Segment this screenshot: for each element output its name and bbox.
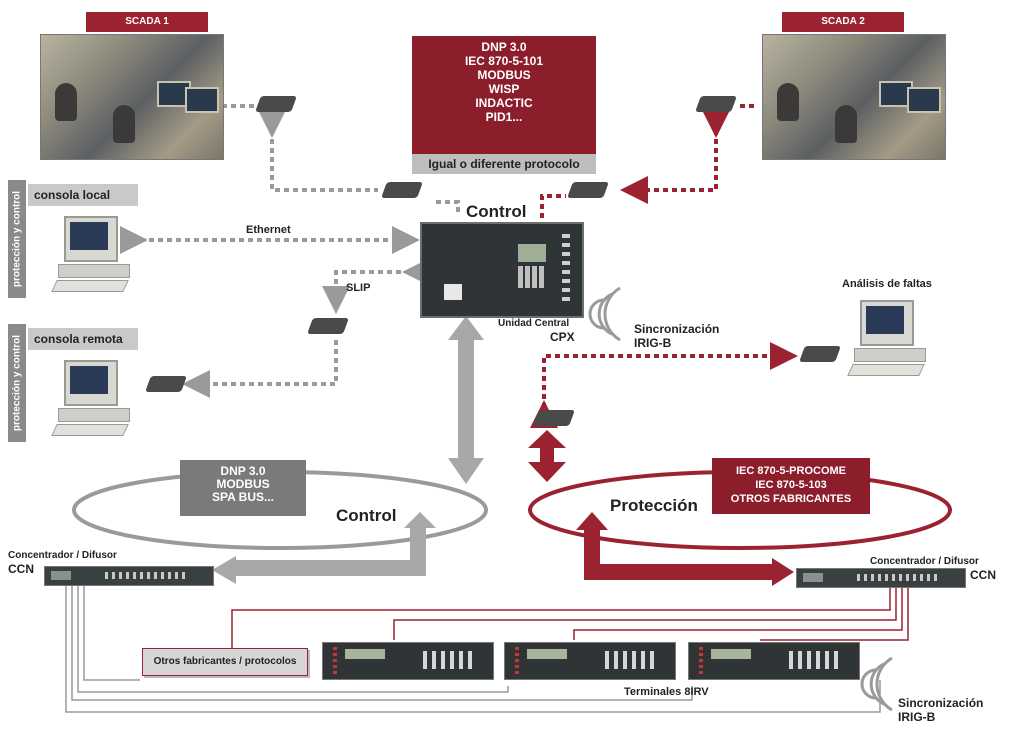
ccn-left-line1: Concentrador / Difusor [8,550,117,561]
scada2-label: SCADA 2 [782,12,904,32]
link-slip [322,258,430,314]
protocol-line: DNP 3.0 [220,464,266,478]
scada2-photo [762,34,946,160]
central-unit-line1: Unidad Central [498,318,570,329]
sync-bottom-line1: Sincronización [898,696,984,710]
computer-icon [847,298,930,378]
arrow-cpx-control [448,316,484,484]
scada1-label: SCADA 1 [86,12,208,32]
fault-analysis-label: Análisis de faltas [842,278,932,290]
protocols-top-box: DNP 3.0 IEC 870-5-101 MODBUS WISP INDACT… [412,36,596,154]
ccn-left-line2: CCN [8,562,34,576]
ccn-right-line1: Concentrador / Difusor [870,556,979,567]
modem-icon [255,96,297,112]
ethernet-label: Ethernet [246,224,291,236]
sync-center-line2: IRIG-B [634,336,672,350]
terminal-8irv [504,642,676,680]
sync-waves-center [588,286,621,342]
terminal-8irv [322,642,494,680]
protocols-top-footer: Igual o diferente protocolo [412,154,596,174]
arrow-modem-protection [528,430,566,482]
protocol-line: MODBUS [477,68,531,82]
ccn-left-unit [44,566,214,586]
modem-icon [799,346,841,362]
link-control-up [432,200,460,212]
computer-icon [51,214,134,294]
computer-icon [51,358,134,438]
protocol-line: IEC 870-5-101 [464,54,544,68]
console-local-tab: protección y control [8,180,26,298]
link-control-red [540,194,566,218]
link-scada2-down [620,110,730,204]
control-top-label: Control [466,202,527,221]
console-remote-tab: protección y control [8,324,26,442]
scada1-photo [40,34,224,160]
modem-icon [307,318,349,334]
ccn-right-unit [796,568,966,588]
protocol-line: SPA BUS... [211,490,274,504]
slip-label: SLIP [346,282,371,294]
protection-protocols-box: IEC 870-5-PROCOME IEC 870-5-103 OTROS FA… [712,458,870,514]
link-remote [182,340,338,398]
protocol-line: MODBUS [216,477,270,491]
link-scada1-down [258,110,378,192]
protocol-line: OTROS FABRICANTES [730,493,852,505]
protocol-line: PID1... [485,110,523,124]
terminals-label: Terminales 8IRV [624,686,709,698]
protocol-line: INDACTIC [475,96,533,110]
protocol-line: WISP [488,82,520,96]
cpx-unit [420,222,584,318]
modem-icon [567,182,609,198]
sync-waves-bottom [860,656,893,712]
control-protocols-box: DNP 3.0 MODBUS SPA BUS... [180,460,306,516]
other-manufacturers-box: Otros fabricantes / protocolos [142,648,308,676]
protocol-line: IEC 870-5-PROCOME [735,465,847,477]
terminal-8irv [688,642,860,680]
arrow-ring-ccn-left [212,512,436,584]
protocol-line: IEC 870-5-103 [755,479,827,491]
protection-ring-label: Protección [610,496,698,515]
modem-icon [145,376,187,392]
sync-center-line1: Sincronización [634,322,720,336]
modem-icon [381,182,423,198]
console-remote-label: consola remota [28,328,138,350]
sync-bottom-line2: IRIG-B [898,710,936,724]
protocol-line: DNP 3.0 [481,40,527,54]
link-fault [530,342,798,428]
modem-icon [695,96,737,112]
modem-icon [533,410,575,426]
arrow-ring-ccn-right [576,512,794,586]
control-ring-label: Control [336,506,397,525]
central-unit-line2: CPX [550,330,575,344]
ccn-right-line2: CCN [970,568,996,582]
console-local-label: consola local [28,184,138,206]
